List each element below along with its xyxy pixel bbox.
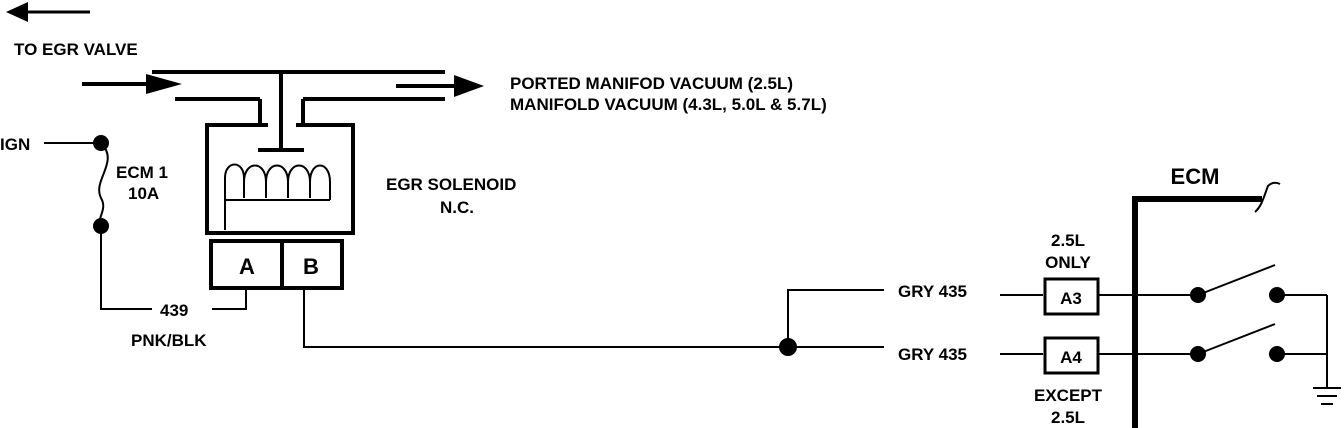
terminal-b-label: B [303, 254, 319, 279]
terminal-a-label: A [239, 254, 255, 279]
egr-valve-arrow [6, 2, 90, 22]
ecm-enclosure [1132, 196, 1262, 428]
gry-435-upper-label: GRY 435 [898, 282, 967, 301]
ground-icon [1313, 387, 1341, 405]
ecm-break-mark [1254, 181, 1281, 213]
note-a3-line1: 2.5L [1051, 231, 1085, 250]
note-a4-line2: 2.5L [1051, 408, 1085, 427]
pin-a3-label: A3 [1060, 289, 1082, 308]
note-a3-line2: ONLY [1045, 253, 1091, 272]
solenoid-name-label: EGR SOLENOID [386, 175, 516, 194]
fuse-element [98, 142, 109, 227]
splice-dot [779, 338, 797, 356]
ecm-internal-switches [1098, 264, 1328, 388]
to-egr-valve-label: TO EGR VALVE [14, 40, 138, 59]
solenoid-coil [224, 163, 331, 200]
manifold-vacuum-label: MANIFOLD VACUUM (4.3L, 5.0L & 5.7L) [510, 95, 827, 114]
fuse-rating-label: 10A [128, 184, 159, 203]
solenoid-connector [209, 239, 344, 290]
pin-a4-box [1043, 336, 1100, 375]
fuse-name-label: ECM 1 [116, 163, 168, 182]
wire-number-label: 439 [160, 301, 188, 320]
wire-439-left [100, 226, 152, 310]
wire-color-label: PNK/BLK [131, 331, 207, 350]
ign-label: IGN [0, 135, 30, 154]
pin-a4-label: A4 [1060, 348, 1082, 367]
vacuum-hoses [82, 70, 484, 125]
pin-a3-box [1043, 277, 1100, 316]
solenoid-type-label: N.C. [440, 198, 474, 217]
wire-435-main [303, 288, 884, 348]
wire-435-branch [787, 289, 884, 347]
gry-435-lower-label: GRY 435 [898, 345, 967, 364]
ecm-label: ECM [1171, 164, 1220, 189]
egr-solenoid [205, 112, 355, 235]
note-a4-line1: EXCEPT [1034, 386, 1103, 405]
ported-vacuum-label: PORTED MANIFOD VACUUM (2.5L) [510, 74, 793, 93]
wire-439-right [212, 288, 247, 310]
